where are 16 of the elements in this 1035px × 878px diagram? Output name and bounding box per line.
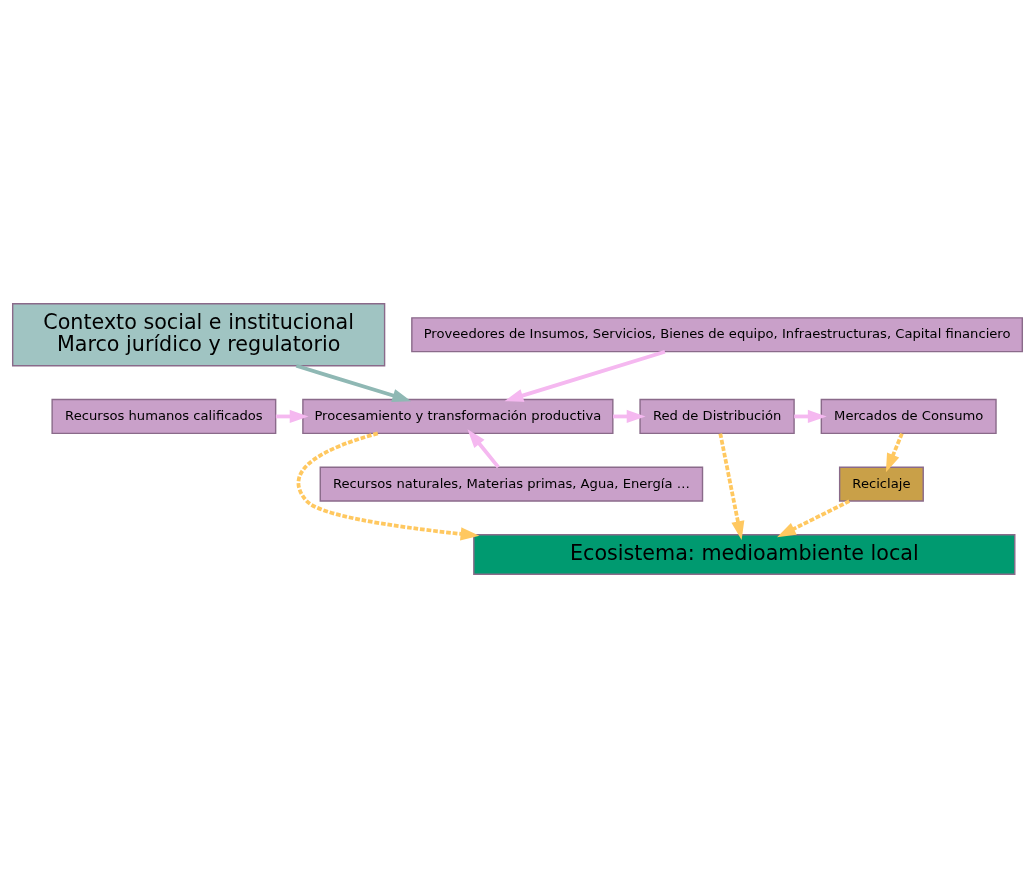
arrow <box>467 429 500 469</box>
arrow <box>777 499 851 538</box>
arrow <box>885 432 904 473</box>
arrow <box>296 431 480 541</box>
node-box: Reciclaje <box>838 466 924 502</box>
arrow <box>718 433 745 540</box>
node-box: Mercados de Consumo <box>820 398 997 435</box>
node-box: Red de Distribución <box>639 398 795 435</box>
node-box: Recursos naturales, Materias primas, Agua, Energía … <box>319 466 704 502</box>
node-box: Recursos humanos calificados <box>51 398 277 435</box>
arrow <box>504 349 666 402</box>
node-box: Ecosistema: medioambiente local <box>473 534 1016 575</box>
node-box: Proveedores de Insumos, Servicios, Bienes de equipo, Infraestructuras, Capital financiero <box>411 317 1023 353</box>
node-box: Contexto social e institucional Marco jurídico y regulatorio <box>12 303 386 367</box>
node-box: Procesamiento y transformación productiva <box>302 398 614 435</box>
arrow <box>295 363 412 402</box>
